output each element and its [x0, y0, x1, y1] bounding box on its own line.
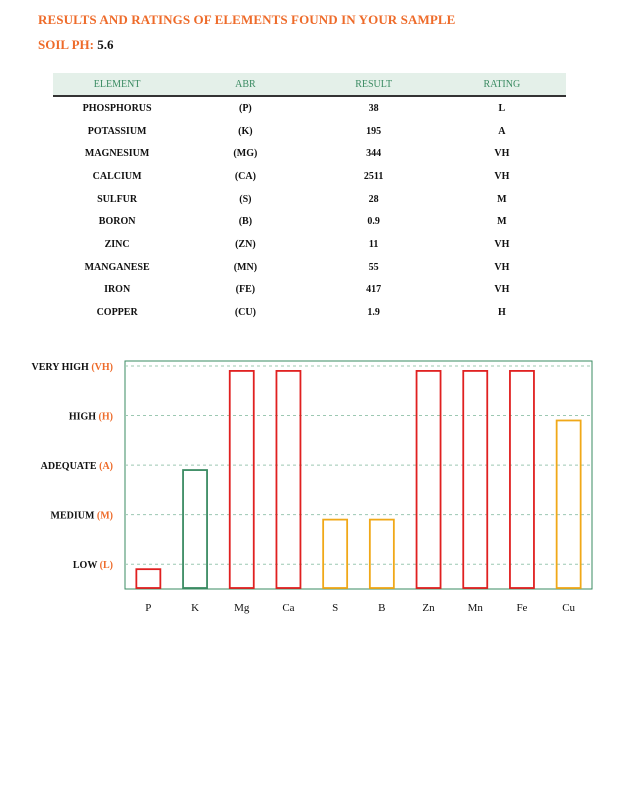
cell-abr: (S)	[239, 193, 252, 205]
table-header-row: ELEMENT ABR RESULT RATING	[53, 73, 566, 97]
x-tick-label: Mg	[234, 602, 250, 614]
cell-abr: (CA)	[234, 170, 256, 182]
cell-rating: VH	[494, 170, 510, 182]
cell-abr: (P)	[238, 102, 252, 114]
cell-element: POTASSIUM	[87, 125, 147, 137]
cell-rating: VH	[494, 284, 510, 296]
cell-element: IRON	[104, 284, 131, 296]
cell-element: COPPER	[96, 307, 138, 319]
table-row: MANGANESE (MN) 55 VH	[53, 256, 566, 279]
bar-mn	[462, 370, 489, 589]
cell-rating: VH	[494, 238, 510, 250]
cell-result: 1.9	[367, 307, 380, 319]
cell-element: ZINC	[104, 238, 130, 250]
cell-abr: (CU)	[234, 307, 256, 319]
cell-rating: VH	[494, 261, 510, 273]
column-header-rating: RATING	[437, 73, 566, 97]
cell-result: 344	[366, 148, 382, 160]
cell-rating: L	[498, 102, 506, 114]
x-tick-label: P	[145, 602, 151, 614]
table-row: IRON (FE) 417 VH	[53, 279, 566, 302]
bar-mg	[228, 370, 255, 589]
y-level-label: HIGH (H)	[69, 412, 113, 423]
cell-abr: (FE)	[235, 284, 256, 296]
cell-rating: A	[498, 125, 506, 137]
table-row: COPPER (CU) 1.9 H	[53, 301, 566, 324]
cell-abr: (B)	[238, 216, 253, 228]
table-row: CALCIUM (CA) 2511 VH	[53, 165, 566, 188]
cell-rating: VH	[494, 148, 510, 160]
table-row: SULFUR (S) 28 M	[53, 188, 566, 211]
x-tick-label: K	[191, 602, 199, 614]
cell-element: CALCIUM	[92, 170, 142, 182]
table-row: PHOSPHORUS (P) 38 L	[53, 96, 566, 120]
column-header-result: RESULT	[309, 73, 438, 97]
bar-fe	[509, 370, 535, 589]
bar-b	[368, 518, 395, 589]
cell-result: 0.9	[367, 216, 380, 228]
cell-element: MANGANESE	[84, 261, 150, 273]
bar-k	[182, 469, 208, 589]
x-tick-label: Mn	[468, 602, 484, 614]
y-level-label: VERY HIGH (VH)	[31, 362, 113, 373]
bar-cu	[555, 419, 582, 589]
x-tick-label: Fe	[516, 602, 527, 614]
cell-result: 2511	[363, 170, 384, 182]
cell-element: BORON	[98, 216, 136, 228]
bar-zn	[415, 370, 442, 589]
y-level-label: ADEQUATE (A)	[41, 461, 113, 472]
cell-rating: M	[497, 216, 507, 228]
report-title: RESULTS AND RATINGS OF ELEMENTS FOUND IN…	[38, 12, 456, 27]
results-table: ELEMENT ABR RESULT RATING PHOSPHORUS (P)…	[53, 73, 566, 324]
x-tick-label: S	[332, 602, 338, 614]
table-row: BORON (B) 0.9 M	[53, 210, 566, 233]
cell-rating: H	[497, 307, 506, 319]
soil-ph-value: 5.6	[97, 37, 114, 52]
x-tick-label: Ca	[282, 602, 294, 614]
cell-result: 11	[368, 238, 379, 250]
cell-result: 38	[368, 102, 379, 114]
cell-result: 55	[368, 261, 379, 273]
cell-element: PHOSPHORUS	[82, 102, 152, 114]
y-level-label: LOW (L)	[73, 560, 113, 571]
y-level-label: MEDIUM (M)	[51, 511, 114, 522]
bar-ca	[275, 370, 302, 589]
x-tick-label: Cu	[562, 602, 575, 614]
cell-element: SULFUR	[97, 193, 138, 205]
soil-ph-label: SOIL PH:	[38, 37, 94, 52]
x-tick-label: B	[378, 602, 385, 614]
cell-abr: (MN)	[233, 261, 258, 273]
bar-p	[135, 568, 162, 589]
cell-result: 28	[368, 193, 379, 205]
x-tick-label: Zn	[422, 602, 435, 614]
cell-abr: (K)	[238, 125, 253, 137]
table-row: ZINC (ZN) 11 VH	[53, 233, 566, 256]
bar-s	[322, 518, 349, 589]
plot-frame	[124, 360, 593, 590]
soil-ph: SOIL PH: 5.6	[38, 37, 114, 53]
cell-result: 195	[366, 125, 382, 137]
cell-element: MAGNESIUM	[84, 148, 150, 160]
cell-abr: (ZN)	[235, 238, 256, 250]
table-row: MAGNESIUM (MG) 344 VH	[53, 142, 566, 165]
ratings-bar-chart: LOW (L) MEDIUM (M) ADEQUATE (A) HIGH (H) VER…	[31, 360, 593, 614]
cell-abr: (MG)	[233, 148, 258, 160]
column-header-element: ELEMENT	[53, 73, 182, 97]
table-row: POTASSIUM (K) 195 A	[53, 120, 566, 143]
cell-rating: M	[497, 193, 507, 205]
cell-result: 417	[366, 284, 382, 296]
column-header-abr: ABR	[181, 73, 310, 97]
